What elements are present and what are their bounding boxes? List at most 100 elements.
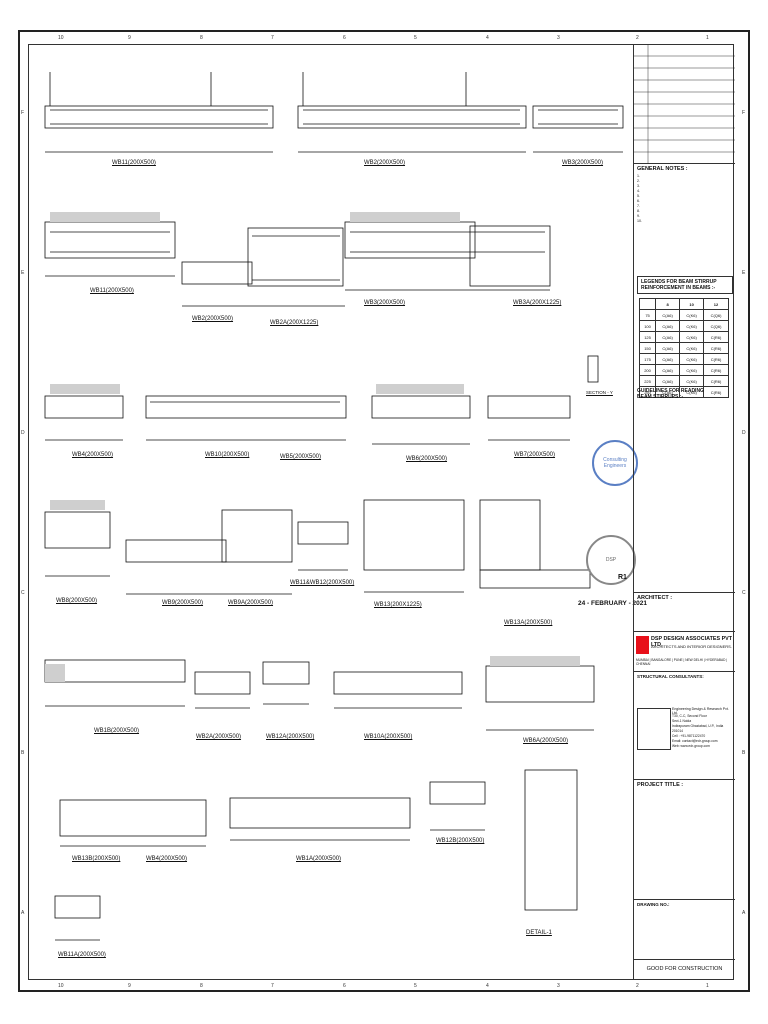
beam-label: WB2(200X500) [364, 160, 406, 166]
row-tick: F [742, 110, 746, 116]
beam-label: WB10A(200X500) [364, 734, 413, 740]
legend-title-line: REINFORCEMENT IN BEAMS :- [641, 285, 716, 291]
beam-label: WB9(200X500) [162, 600, 204, 606]
structural-line: T30, C-C, Second Floor [672, 714, 707, 718]
beam-label: WB4(200X500) [72, 452, 114, 458]
beam-elevation [297, 72, 527, 153]
beam-elevation [44, 221, 176, 277]
architect-firm: DSP DESIGN ASSOCIATES PVT LTD. [651, 636, 733, 648]
beam-label: WB11(200X500) [90, 288, 134, 294]
architect-section: ARCHITECT : [634, 592, 735, 632]
structural-firm-section: Engineering Design & Research Pvt. Ltd. … [634, 704, 735, 780]
table-cell: C(R6) [703, 375, 729, 387]
table-cell: C(Q6) [703, 320, 729, 332]
beam-elevation [485, 665, 595, 731]
beam-label: WB12B(200X500) [436, 838, 485, 844]
architect-title: ARCHITECT : [637, 595, 673, 601]
structural-line: Web: www.edr-group.com [672, 744, 710, 748]
beam-elevation [44, 72, 274, 153]
beam-label: WB7(200X500) [514, 452, 556, 458]
table-cell: C(K6) [679, 342, 705, 354]
table-cell: C(A6) [655, 353, 681, 365]
beam-elevation [532, 105, 624, 153]
note: 8. [637, 209, 640, 213]
legend-title: LEGENDS FOR BEAM STIRRUP REINFORCEMENT I… [637, 276, 733, 294]
table-cell: C(R6) [703, 386, 729, 398]
tick: 8 [200, 35, 203, 41]
note: 7. [637, 204, 640, 208]
table-cell: C(Q6) [703, 309, 729, 321]
note: 3. [637, 184, 640, 188]
hatch-block [50, 500, 105, 510]
architect-logo [636, 636, 649, 654]
tick: 6 [343, 35, 346, 41]
beam-label: WB4(200X500) [146, 856, 188, 862]
tick: 4 [486, 983, 489, 989]
table-cell: C(A6) [655, 331, 681, 343]
tick: 8 [200, 983, 203, 989]
tick: 9 [128, 35, 131, 41]
hatch-block [350, 212, 460, 222]
beam-label: WB1A(200X500) [296, 856, 342, 862]
row-tick: C [21, 590, 25, 596]
project-title-section: PROJECT TITLE : [634, 780, 735, 900]
table-header [638, 298, 657, 310]
table-header: 8 [655, 298, 681, 310]
row-tick: E [742, 270, 746, 276]
beam-elevation [44, 395, 124, 441]
beam-label: WB5(200X500) [280, 454, 322, 460]
guidelines-title-line: GUIDELINES FOR READING [637, 388, 704, 394]
tick: 5 [414, 35, 417, 41]
signature-stamp: DSP [586, 535, 636, 585]
structural-title: STRUCTURAL CONSULTANTS: [637, 674, 704, 679]
general-notes: GENERAL NOTES : 1. 2. 3. 4. 5. 6. 7. 8. … [634, 164, 735, 444]
guidelines-title: GUIDELINES FOR READING BEAM STIRRUPS :- [634, 386, 707, 402]
project-title: PROJECT TITLE : [637, 782, 684, 788]
hatch-block [376, 384, 464, 394]
stamp-text: DSP [605, 557, 617, 563]
drawing-frame [28, 44, 734, 980]
table-cell: 150 [638, 342, 657, 354]
tick: 7 [271, 35, 274, 41]
table-cell: 175 [638, 353, 657, 365]
hatch-block [45, 664, 65, 682]
beam-elevation [333, 671, 463, 709]
beam-label: WB1B(200X500) [94, 728, 140, 734]
revision-mark: R1 [618, 574, 627, 581]
beam-elevation [54, 895, 101, 941]
beam-elevation [297, 521, 349, 571]
table-cell: C(K6) [679, 364, 705, 376]
tick: 4 [486, 35, 489, 41]
beam-label: WB2A(200X1225) [270, 320, 319, 326]
table-cell: C(A6) [655, 364, 681, 376]
drawing-no: DRAWING NO.: [637, 902, 670, 907]
row-tick: E [21, 270, 25, 276]
beam-elevation [145, 395, 347, 441]
beam-elevation [487, 395, 571, 441]
revision-grid [634, 44, 735, 164]
beam-elevation [344, 221, 551, 291]
beam-label: WB13B(200X500) [72, 856, 121, 862]
architect-firm-section: DSP DESIGN ASSOCIATES PVT LTD. ARCHITECT… [634, 632, 735, 672]
note: 2. [637, 179, 640, 183]
tick: 7 [271, 983, 274, 989]
structural-line: Email: contact@edr-group.com [672, 739, 718, 743]
wall-hatching [45, 212, 580, 682]
tick: 6 [343, 983, 346, 989]
beam-label: WB2(200X500) [192, 316, 234, 322]
row-tick: A [742, 910, 746, 916]
table-cell: C(R6) [703, 331, 729, 343]
tick: 3 [557, 983, 560, 989]
structural-line: Indirapuram Ghaziabad, U.P., India [672, 724, 724, 728]
row-tick: D [742, 430, 746, 436]
legend-title-line: LEGENDS FOR BEAM STIRRUP [641, 279, 717, 285]
table-cell: C(R6) [703, 342, 729, 354]
row-tick: F [21, 110, 25, 116]
